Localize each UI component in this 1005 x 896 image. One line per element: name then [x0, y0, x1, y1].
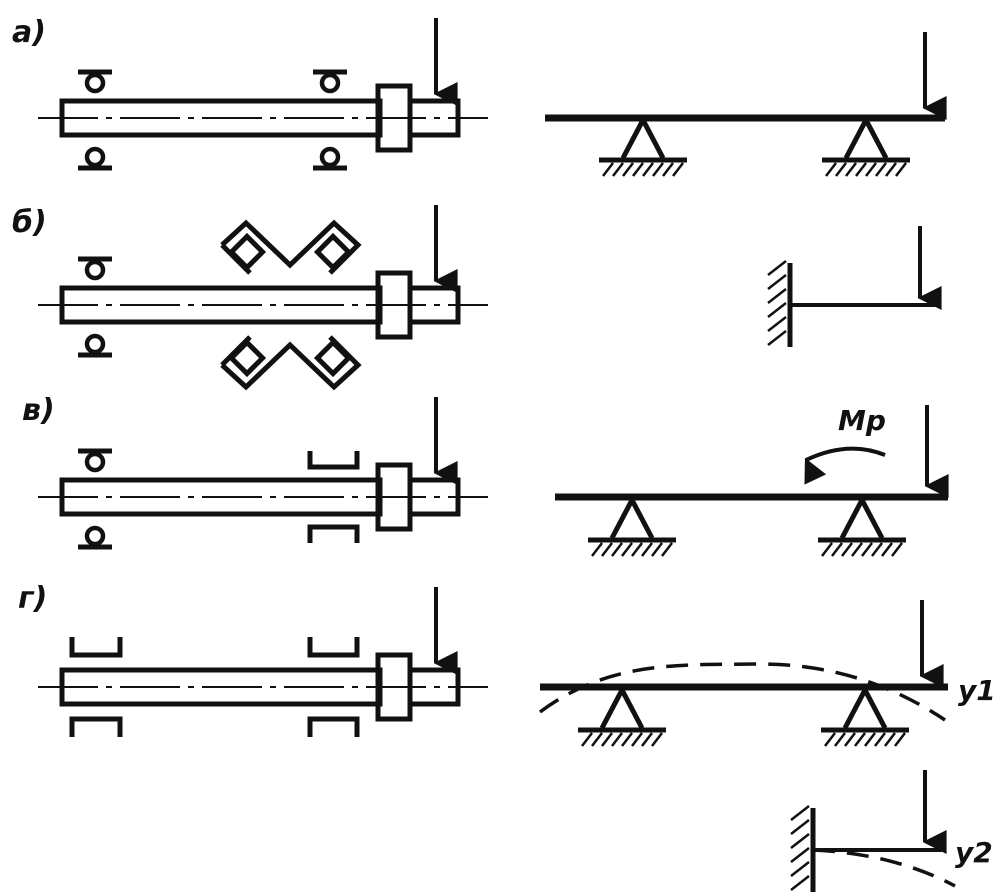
- row-b-label: б): [12, 205, 47, 240]
- row-d-beam-scheme: y1: [538, 600, 996, 746]
- row-b-cantilever-scheme: [768, 226, 942, 347]
- row-b: б): [12, 205, 942, 391]
- moment-arrow: [804, 446, 886, 485]
- deflection-curve-1: [538, 662, 946, 722]
- row-c-beam-scheme: Mp: [555, 404, 949, 556]
- row-d-spindle: [38, 587, 488, 737]
- row-b-spindle: [38, 205, 488, 391]
- deflection-label-2: y2: [955, 836, 993, 869]
- bottom-cantilever-scheme: y2: [791, 770, 993, 892]
- row-c-label: в): [22, 393, 55, 428]
- deflection-curve-2: [812, 848, 956, 888]
- moment-label: Mp: [838, 404, 886, 437]
- deflection-label-1: y1: [958, 674, 996, 707]
- row-a-spindle: [38, 18, 488, 168]
- row-d-label: г): [18, 581, 47, 616]
- row-c-spindle: [38, 397, 488, 547]
- row-a-label: а): [12, 15, 46, 50]
- row-a-beam-scheme: [545, 32, 947, 176]
- row-d: г) y1: [18, 581, 996, 746]
- row-a: а): [12, 15, 947, 176]
- row-c: в) Mp: [22, 393, 949, 556]
